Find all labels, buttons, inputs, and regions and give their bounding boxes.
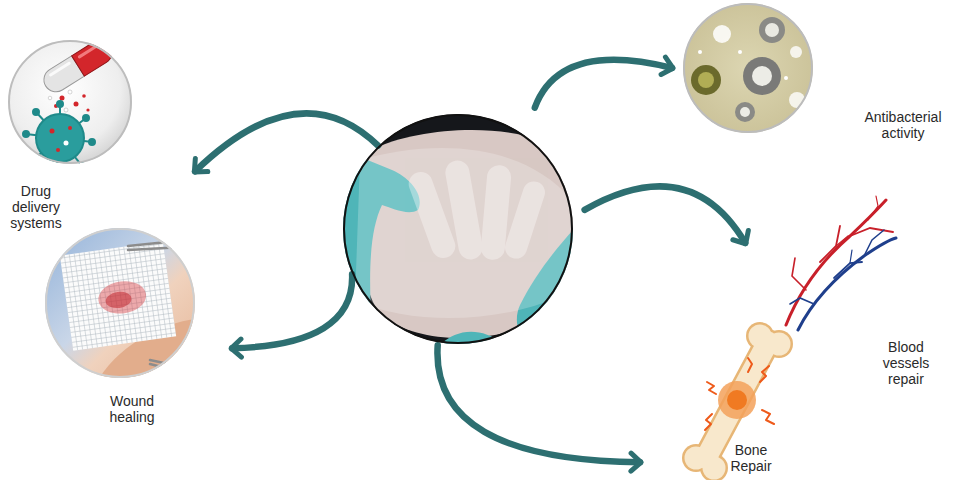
circle-outline [683, 3, 813, 133]
circle-border [9, 41, 131, 163]
drug-delivery-node: Drug delivery systems [8, 40, 132, 164]
bone [682, 322, 793, 480]
curved-arrow [437, 345, 640, 462]
antibacterial-illustration [683, 3, 813, 133]
film-illustration [343, 113, 574, 345]
gauze-mesh [60, 241, 176, 351]
film-node [343, 113, 573, 345]
particles [48, 90, 89, 112]
node-label: Blood vessels repair [876, 339, 936, 387]
node-label: Wound healing [93, 393, 171, 425]
drug-illustration [8, 36, 132, 172]
curved-arrow [585, 186, 746, 242]
blood-vessels [786, 196, 896, 330]
circle-border [46, 229, 194, 377]
curved-arrow [195, 113, 378, 171]
antibacterial-node: Antibacterial activity [683, 3, 813, 133]
circle-border [684, 4, 812, 132]
wound-illustration [40, 225, 205, 385]
colonies [691, 17, 805, 122]
blood-vessels-node: Blood vessels repair [775, 195, 895, 335]
circle-outline [45, 228, 195, 378]
curved-arrow [535, 60, 672, 108]
circle-border [344, 115, 572, 343]
wound-healing-node: Wound healing [45, 228, 195, 378]
bone-repair-node: Bone Repair [685, 330, 785, 450]
circle-outline [8, 40, 132, 164]
node-label: Bone Repair [721, 442, 781, 474]
node-label: Antibacterial activity [855, 109, 951, 141]
curved-arrow [232, 274, 352, 348]
node-label: Drug delivery systems [0, 183, 72, 231]
circle-outline [343, 113, 573, 345]
